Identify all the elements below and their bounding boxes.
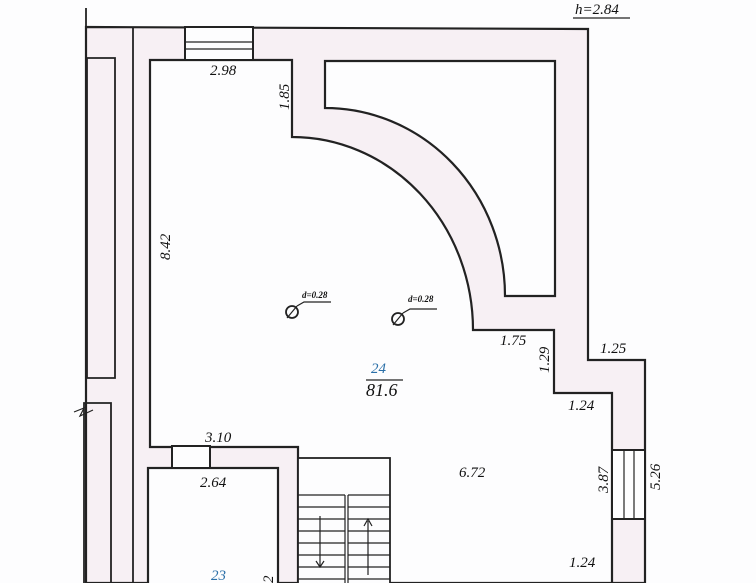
dim-room-width: 6.72: [459, 465, 486, 481]
dim-niche: 1.85: [277, 83, 293, 110]
top-window: [184, 26, 254, 61]
dim-left: 8.42: [158, 233, 174, 260]
left-corridor-lower: [83, 402, 112, 583]
vent-2: d=0.28: [391, 294, 437, 326]
dim-step2h: 1.24: [568, 398, 595, 414]
dim-right-outer: 5.26: [648, 463, 664, 490]
dim-door-wall: 3.10: [204, 430, 232, 446]
staircase: [297, 457, 391, 583]
vent-label: d=0.28: [408, 294, 434, 304]
dim-step1v: 1.29: [537, 346, 553, 373]
dim-room23-width: 2.64: [200, 475, 227, 491]
dim-step1h: 1.75: [500, 333, 527, 349]
ceiling-height: h=2.84: [575, 2, 619, 18]
stair-down-arrow-icon: [315, 516, 325, 569]
room-23-number: 23: [211, 568, 226, 583]
vent-label: d=0.28: [302, 290, 328, 300]
break-mark-icon: [73, 406, 94, 418]
dim-room23-side: 2: [261, 575, 277, 583]
dim-outer-step: 1.25: [600, 341, 627, 357]
dim-right-inner: 3.87: [596, 465, 612, 494]
stair-up-arrow-icon: [363, 517, 373, 575]
dim-bottom-step: 1.24: [569, 555, 596, 571]
left-corridor-upper: [86, 57, 116, 379]
dim-top: 2.98: [210, 63, 237, 79]
room-24-number: 24: [371, 361, 387, 377]
corner-niche: [323, 59, 557, 298]
room-23: [146, 466, 280, 583]
room-24-area: 81.6: [366, 380, 398, 400]
room-24: [148, 58, 614, 583]
right-window: [611, 449, 646, 520]
door-opening: [171, 445, 211, 469]
vent-1: d=0.28: [285, 290, 331, 319]
